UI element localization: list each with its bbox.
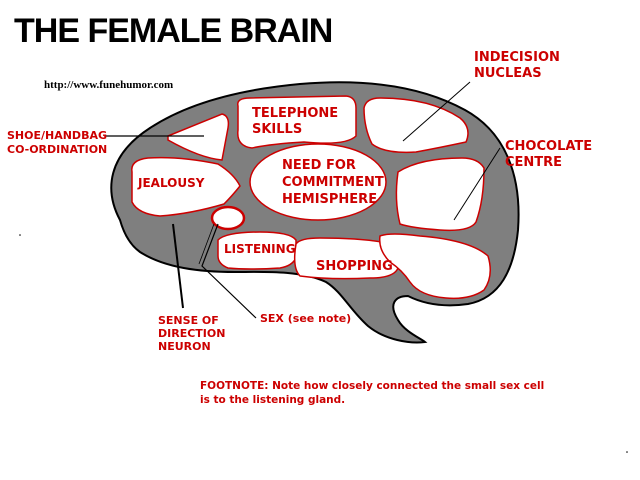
footnote-line1: FOOTNOTE: Note how closely connected the…	[200, 380, 544, 392]
indecision-leader	[402, 81, 471, 142]
commitment-label-line1: NEED FOR	[282, 158, 356, 173]
footnote-line2: is to the listening gland.	[200, 394, 345, 406]
commitment-label-line3: HEMISPHERE	[282, 192, 377, 207]
website-url: http://www.funehumor.com	[44, 79, 173, 91]
region-indecision	[363, 97, 469, 154]
direction-label-line2: DIRECTION	[158, 327, 225, 340]
jealousy-label: JEALOUSY	[137, 176, 205, 190]
region-chocolate-centre	[395, 157, 485, 232]
region-jealousy	[131, 156, 241, 217]
shoe-label-line1: SHOE/HANDBAG	[7, 129, 107, 142]
chocolate-label-line2: CENTRE	[505, 155, 562, 170]
sex-leader	[201, 223, 257, 319]
sex-leader-inner	[198, 223, 215, 265]
region-shoe-handbag	[167, 113, 230, 161]
chocolate-label-line1: CHOCOLATE	[505, 139, 592, 154]
stray-dot-left	[19, 234, 21, 236]
indecision-label-line1: INDECISION	[474, 50, 560, 65]
listening-label: LISTENING	[224, 242, 296, 256]
direction-label-line3: NEURON	[158, 340, 211, 353]
telephone-label-line2: SKILLS	[252, 122, 302, 137]
shopping-label: SHOPPING	[316, 259, 393, 274]
region-listening	[217, 231, 297, 270]
shoe-label-line2: CO-ORDINATION	[7, 143, 107, 156]
telephone-label-line1: TELEPHONE	[252, 106, 338, 121]
diagram-title: THE FEMALE BRAIN	[14, 12, 332, 50]
stray-dot-right	[626, 451, 628, 453]
commitment-label-line2: COMMITMENT	[282, 175, 384, 190]
sex-label: SEX (see note)	[260, 312, 351, 325]
direction-leader	[172, 223, 184, 309]
indecision-label-line2: NUCLEAS	[474, 66, 542, 81]
region-telephone-skills	[237, 95, 357, 149]
sex-cell	[210, 205, 246, 231]
region-commitment-hemisphere	[249, 143, 387, 221]
region-lower-right	[378, 233, 491, 300]
chocolate-leader	[453, 147, 501, 221]
direction-label-line1: SENSE OF	[158, 314, 219, 327]
